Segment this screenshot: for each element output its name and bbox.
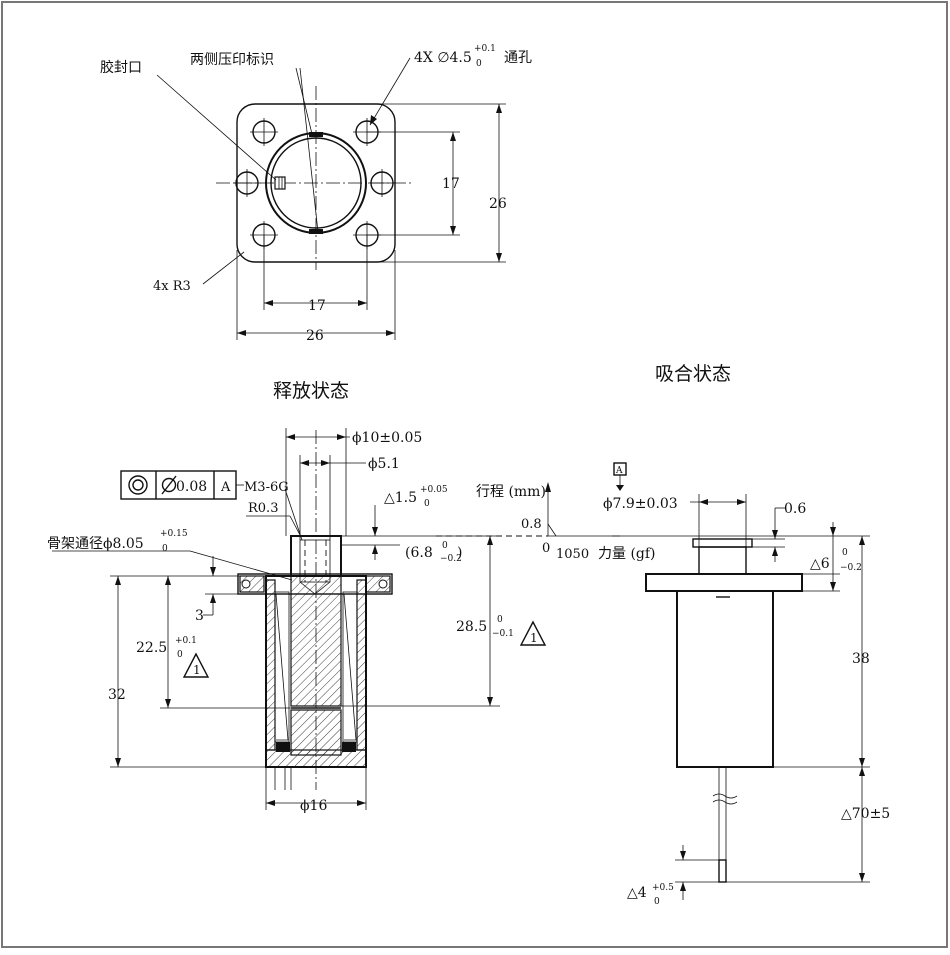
release-section: [52, 428, 500, 810]
concentricity-datum: A: [220, 480, 231, 495]
press-mark-top: [309, 132, 323, 137]
dim-38: 38: [852, 651, 870, 667]
concentricity-frame: [120, 470, 244, 500]
dim-4-tol-lower: 0: [654, 897, 660, 907]
label-radius-small: R0.3: [248, 501, 278, 516]
dim-1-5-tol-upper: +0.05: [420, 485, 448, 495]
dim-phi10: ϕ10±0.05: [352, 430, 422, 446]
dim-phi16: ϕ16: [300, 798, 327, 814]
warning-triangle-icon-2: 1: [519, 620, 547, 646]
dim-17-horizontal: 17: [308, 298, 326, 314]
label-holes-tol-upper: +0.1: [474, 44, 496, 54]
attract-flange: [645, 573, 803, 592]
dim-32: 32: [108, 687, 126, 703]
attract-body: [676, 590, 774, 768]
press-mark-bottom: [309, 229, 323, 234]
dim-26-horizontal: 26: [306, 328, 324, 344]
dim-4: △4: [627, 885, 647, 901]
dim-4-tol-upper: +0.5: [652, 883, 674, 893]
label-through-hole: 通孔: [504, 50, 532, 66]
plunger-stem: [698, 546, 747, 575]
dim-22-5: 22.5: [136, 640, 167, 656]
glue-port-mark: [274, 176, 286, 190]
label-glue-port: 胶封口: [100, 59, 142, 76]
dim-17-vertical: 17: [442, 176, 460, 192]
mounting-holes: [233, 118, 396, 249]
attract-view: [612, 462, 870, 900]
chart-x-tick-1050: 1050: [556, 547, 589, 562]
plunger-cap: [692, 538, 753, 548]
dim-70: △70±5: [841, 806, 890, 822]
dim-28-5-tol-lower: −0.1: [492, 629, 514, 639]
label-press-mark: 两侧压印标识: [190, 52, 274, 68]
dim-6-8: (6.8: [405, 545, 433, 561]
label-bobbin-tol-lower: 0: [162, 544, 168, 554]
dim-22-5-tol-upper: +0.1: [175, 636, 197, 646]
stroke-force-chart: [436, 482, 620, 537]
chart-series-line: [547, 523, 557, 537]
dim-6: △6: [810, 556, 830, 572]
dim-phi7-9: ϕ7.9±0.03: [603, 496, 678, 512]
chart-xlabel: 力量 (gf): [598, 546, 656, 562]
dim-1-5: △1.5: [384, 490, 417, 506]
warning-triangle-icon-1: 1: [182, 652, 210, 678]
label-bobbin-bore: 骨架通径ϕ8.05: [47, 536, 144, 552]
chart-ylabel: 行程 (mm): [476, 484, 546, 500]
label-corner-radius: 4x R3: [153, 279, 191, 294]
dim-28-5: 28.5: [456, 619, 487, 635]
boss-inner-circle: [270, 137, 362, 229]
label-holes: 4X ∅4.5: [414, 50, 472, 66]
chart-y-tick-0-8: 0.8: [521, 517, 542, 532]
dim-6-8-tol-lower: −0.2: [440, 554, 462, 564]
dim-3: 3: [195, 608, 204, 624]
top-view: 17 26 17 26: [156, 57, 507, 344]
label-holes-tol-lower: 0: [476, 59, 482, 69]
chart-x-tick-0: 0: [542, 541, 550, 556]
dim-6-tol-lower: −0.2: [840, 563, 862, 573]
title-release-state: 释放状态: [273, 380, 349, 402]
dim-6-8-close: ): [457, 545, 462, 561]
dim-6-tol-upper: 0: [842, 548, 848, 558]
dim-22-5-tol-lower: 0: [177, 650, 183, 660]
dim-26-vertical: 26: [489, 196, 507, 212]
dim-1-5-tol-lower: 0: [424, 499, 430, 509]
dim-0-6: 0.6: [784, 501, 806, 517]
dim-6-8-tol-upper: 0: [442, 541, 448, 551]
title-attract-state: 吸合状态: [655, 363, 731, 385]
concentricity-tolerance: 0.08: [176, 479, 207, 495]
dim-phi5-1: ϕ5.1: [368, 456, 400, 472]
label-thread: M3-6G: [244, 480, 289, 495]
attract-datum-box-label: A: [615, 466, 623, 476]
svg-text:1: 1: [530, 631, 538, 645]
label-bobbin-tol-upper: +0.15: [160, 529, 188, 539]
dim-28-5-tol-upper: 0: [497, 615, 503, 625]
svg-text:1: 1: [193, 663, 201, 677]
